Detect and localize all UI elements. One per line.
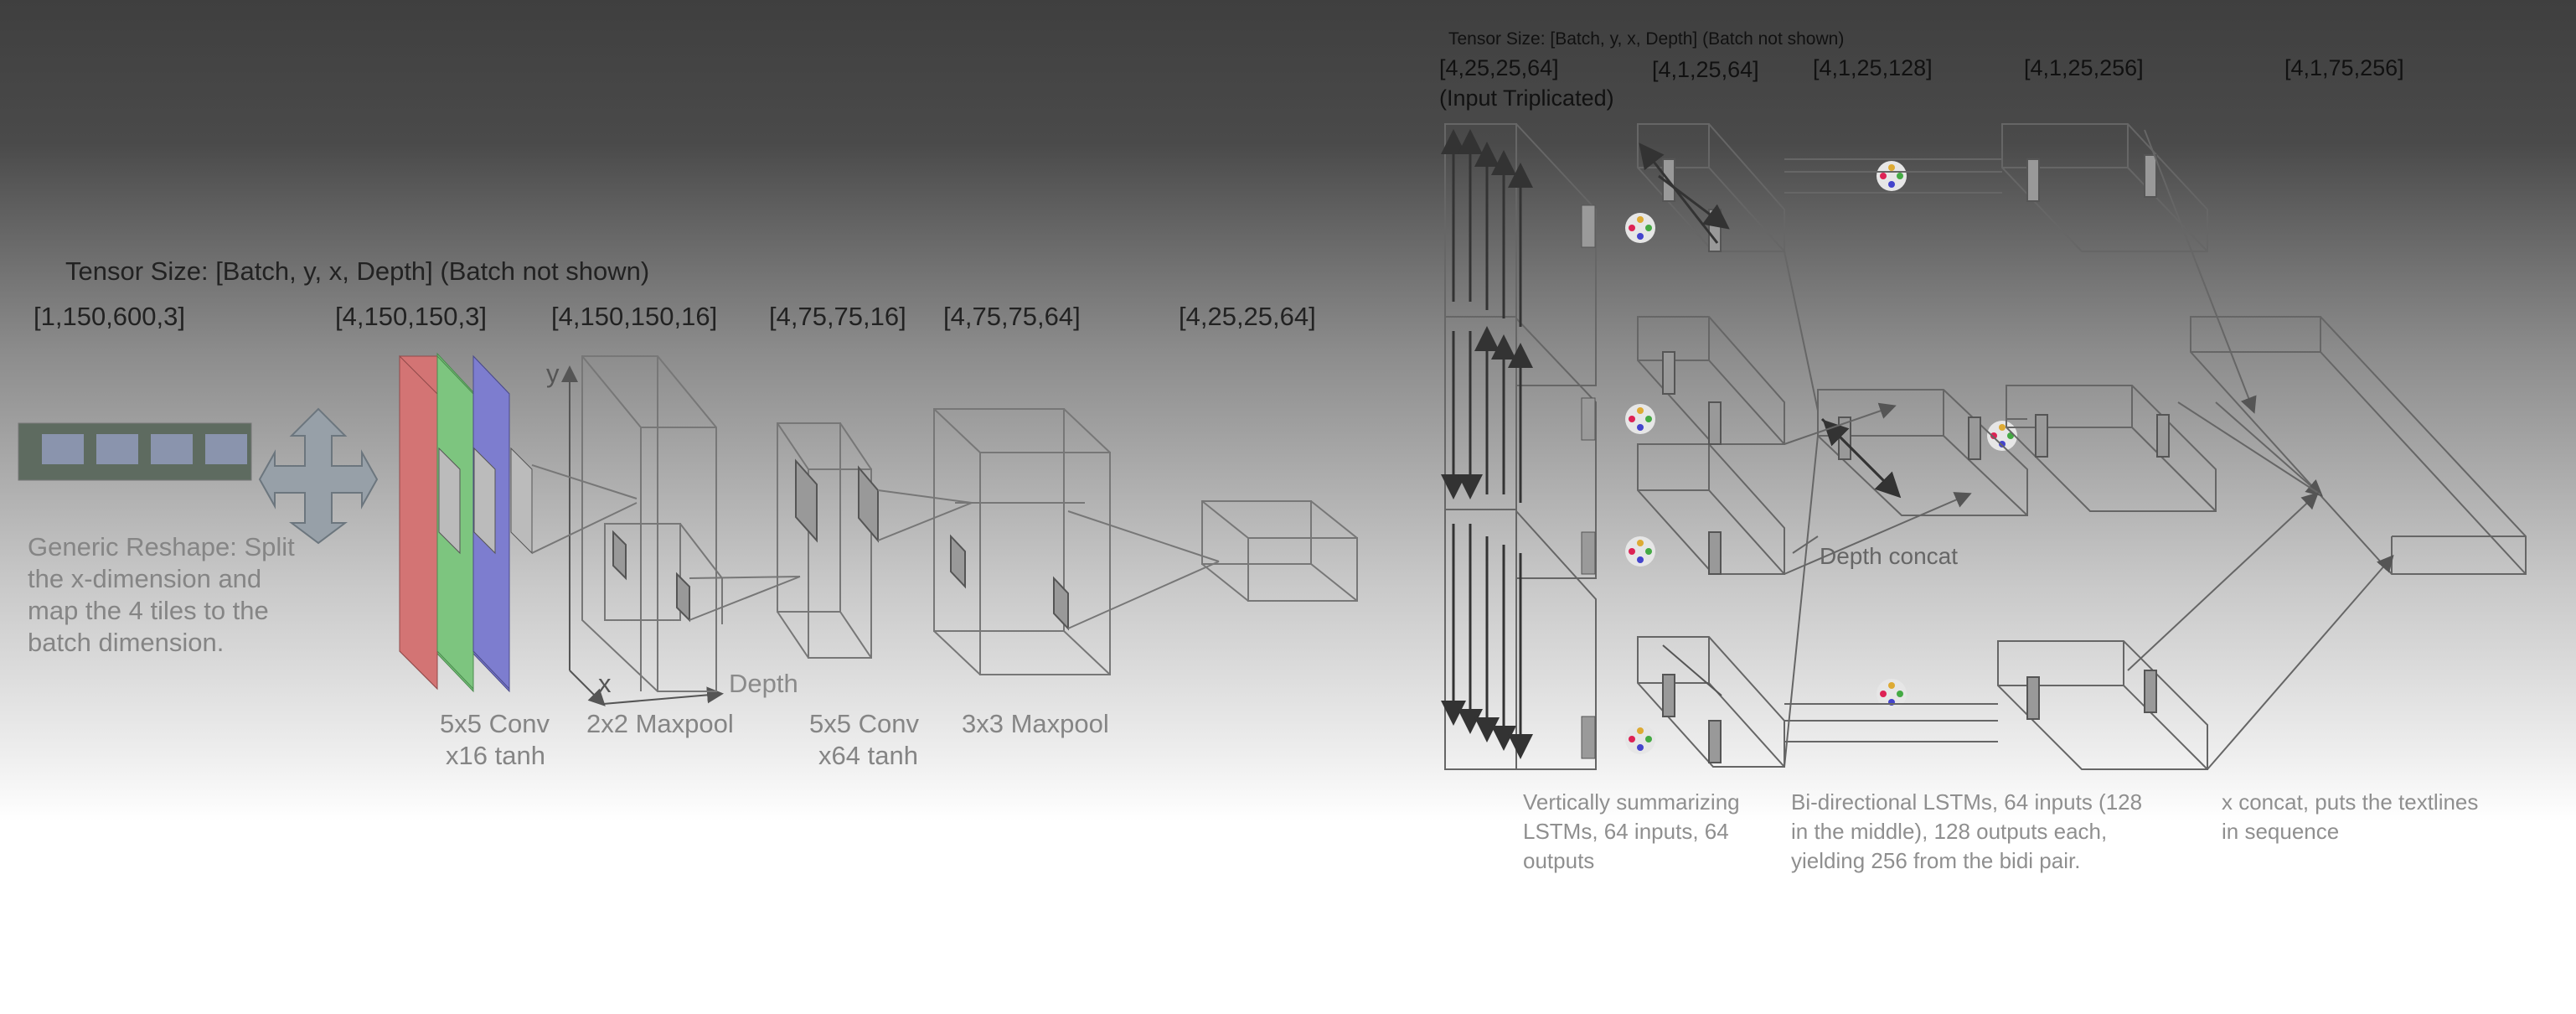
- conv2-caption-line2: x64 tanh: [818, 741, 918, 771]
- reshape-arrow-icon: [260, 409, 377, 543]
- dim-conv1: [4,150,150,16]: [551, 302, 717, 332]
- axes: [570, 369, 720, 704]
- dim-input: [1,150,600,3]: [34, 302, 185, 332]
- lstm-cell-icons: [1625, 161, 2017, 754]
- summary-output-volumes: [1638, 124, 1784, 767]
- vertical-lstm-caption: Vertically summarizing LSTMs, 64 inputs,…: [1523, 788, 1766, 876]
- conv1-caption-line2: x16 tanh: [446, 741, 545, 771]
- vertical-lstm-arrows: [1453, 134, 1520, 754]
- bidi-lstm-caption: Bi-directional LSTMs, 64 inputs (128 in …: [1791, 788, 2160, 876]
- dim-xconcat: [4,1,75,256]: [2284, 55, 2404, 81]
- rgb-input-planes: [400, 354, 532, 691]
- dim-concat: [4,1,25,128]: [1813, 55, 1933, 81]
- dim-bidi: [4,1,25,256]: [2024, 55, 2144, 81]
- conv2-caption-line1: 5x5 Conv: [809, 709, 919, 739]
- pool1-caption: 2x2 Maxpool: [586, 709, 734, 739]
- input-image-strip: [18, 423, 251, 480]
- pool2-caption: 3x3 Maxpool: [962, 709, 1109, 739]
- depth-concat-label: Depth concat: [1820, 543, 1958, 570]
- conv1-caption-line1: 5x5 Conv: [440, 709, 550, 739]
- left-tensor-size-header: Tensor Size: [Batch, y, x, Depth] (Batch…: [65, 256, 649, 287]
- summary-slabs: [1582, 205, 1595, 758]
- reshape-caption: Generic Reshape: Split the x-dimension a…: [28, 531, 304, 659]
- dim-reshaped: [4,150,150,3]: [335, 302, 487, 332]
- x-concat-volume: [2128, 130, 2526, 769]
- dim-pool1: [4,75,75,16]: [769, 302, 906, 332]
- conv2-volume: [777, 423, 878, 658]
- dim-triplicated-note: (Input Triplicated): [1439, 85, 1614, 111]
- x-axis-label: x: [598, 669, 612, 699]
- x-concat-caption: x concat, puts the textlines in sequence: [2222, 788, 2498, 846]
- dim-summarized: [4,1,25,64]: [1652, 57, 1759, 83]
- y-axis-label: y: [546, 359, 560, 389]
- dim-triplicated: [4,25,25,64]: [1439, 55, 1559, 81]
- dim-conv2: [4,75,75,64]: [943, 302, 1081, 332]
- conv1-volume: [532, 356, 800, 691]
- conv3-volume: [878, 409, 1219, 675]
- dim-pool2: [4,25,25,64]: [1179, 302, 1316, 332]
- right-tensor-size-header: Tensor Size: [Batch, y, x, Depth] (Batch…: [1448, 29, 1844, 49]
- pool-output-volume: [1202, 501, 1357, 601]
- depth-axis-label: Depth: [729, 669, 798, 699]
